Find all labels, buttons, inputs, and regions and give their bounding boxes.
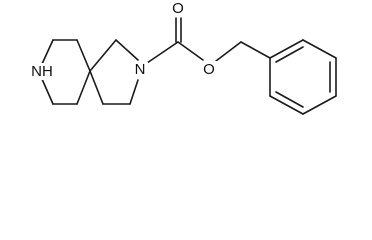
bond-ester-o-ch2 [215,41,242,62]
piperidine-nh-label: NH [31,63,53,80]
bond-ar1-ar2 [269,39,304,59]
carbonyl-o-label: O [172,0,184,17]
bond-ar4-ar5 [302,95,337,115]
bond-ch2-phenyl [240,41,271,59]
bond-carbonyl-ester-o [177,41,204,61]
bond-c4-nh [41,78,54,105]
bond-spiro-c3 [76,70,91,105]
pyrrolidine-ring [89,39,139,105]
aromatic-inner-bond-c [275,91,304,108]
piperidine-ring [41,39,91,105]
pyrrolidine-n-label: N [135,61,146,78]
bond-c5-n [115,39,139,61]
bond-ar2-ar3 [302,39,337,59]
bond-spiro-c5 [89,39,117,72]
bond-nh-c1 [41,39,54,65]
structure-canvas: NH N O O [29,0,337,115]
carbamate-group [146,17,271,64]
benzene-ring [269,39,337,115]
aromatic-inner-bond-a [275,46,304,63]
bond-c7-spiro [89,70,104,105]
bond-n-c6 [129,79,139,105]
bond-ar5-ar6 [269,95,304,115]
ester-o-label: O [203,61,215,78]
atom-labels: NH N O O [29,0,217,80]
chemical-structure: NH N O O [29,0,337,115]
bond-n-carbonyl [146,41,179,64]
bond-c2-spiro [76,39,91,72]
